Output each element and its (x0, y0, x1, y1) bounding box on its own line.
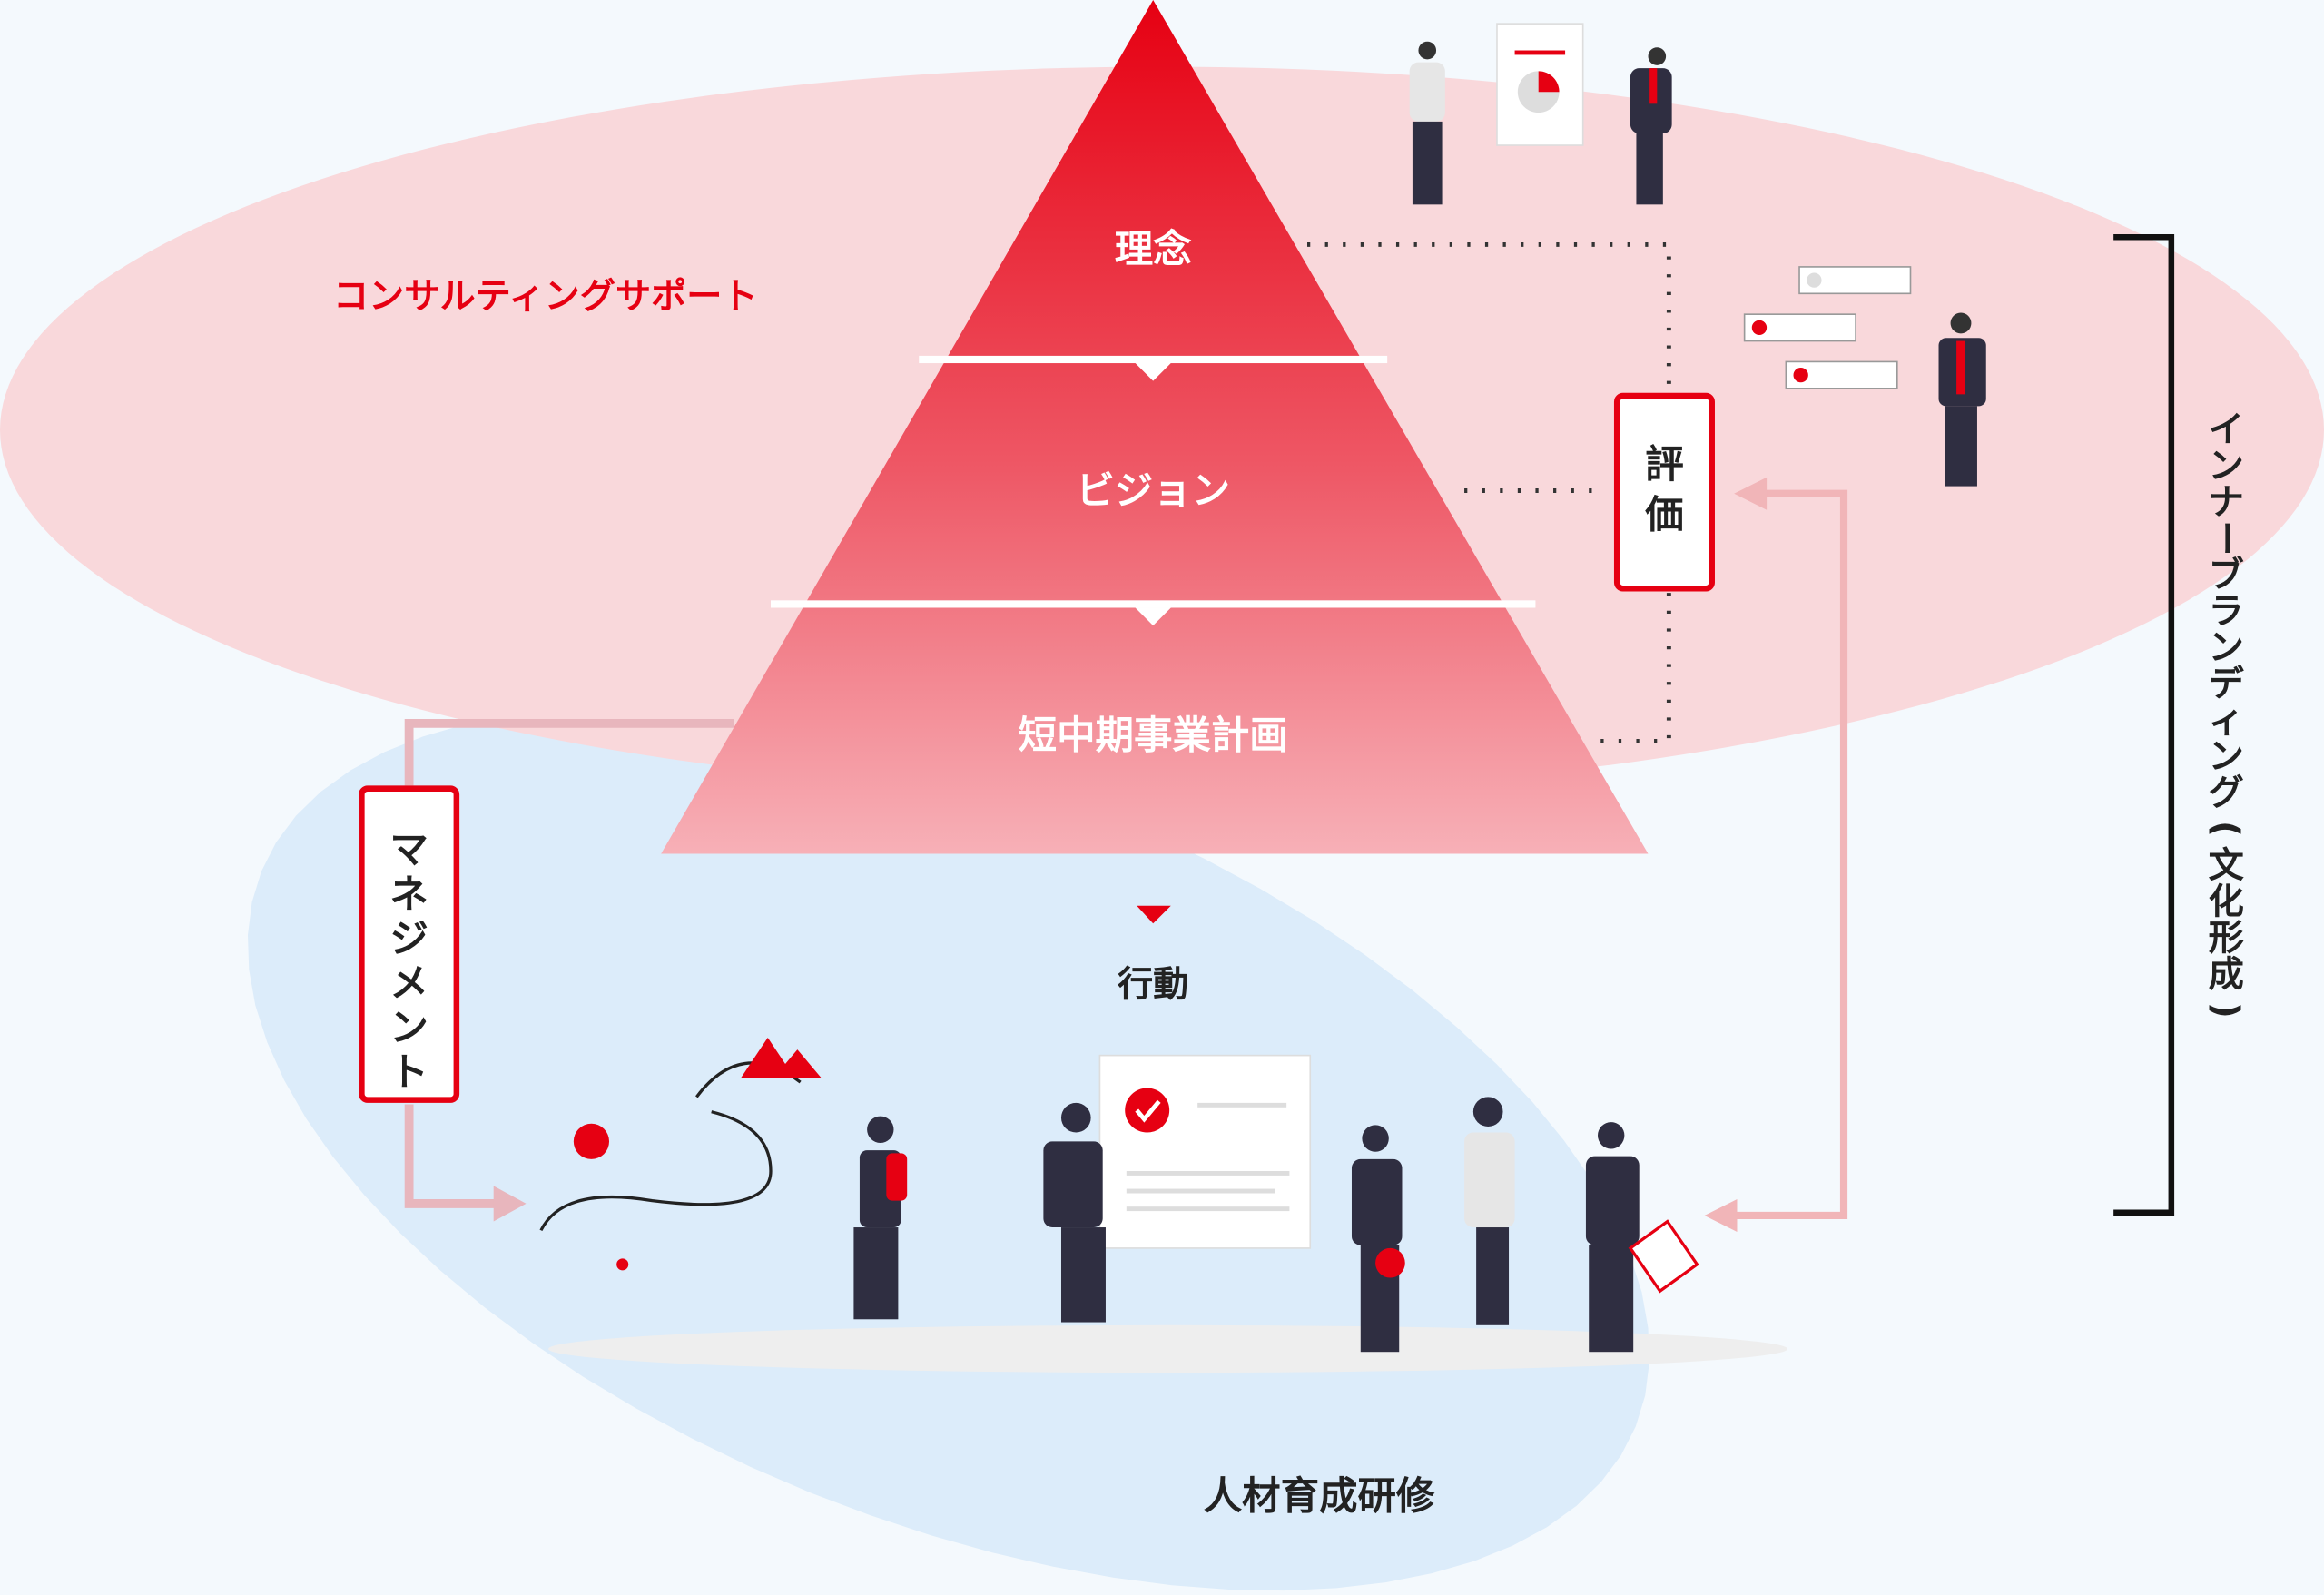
inner-branding-label-char: ン (2209, 737, 2244, 778)
inner-branding-label-char: 成 (2209, 955, 2244, 996)
inner-branding-label-char: デ (2209, 665, 2245, 705)
evaluation-box (1613, 392, 1715, 592)
evaluation-feedback-arrow (1734, 489, 1848, 1220)
inner-branding-label-char: 文 (2209, 846, 2245, 887)
action-label: 行動 (1118, 964, 1188, 1005)
evaluation-label-2: 価 (1644, 493, 1683, 537)
dotted-connectors (1307, 241, 1671, 743)
inner-branding-label-char: 化 (2209, 882, 2244, 923)
pyramid (661, 0, 1649, 854)
consulting-label: コンサルティングサポート (333, 277, 758, 318)
management-box (359, 785, 460, 1103)
inner-branding-label-char: イ (2209, 410, 2244, 451)
pyramid-dividers (770, 355, 1536, 626)
inner-branding-label-char: ラ (2209, 592, 2244, 633)
management-arrow (404, 718, 734, 1208)
management-label-char: ト (389, 1050, 428, 1095)
inner-branding-label-char: ン (2209, 628, 2244, 669)
management-label-char: マ (389, 828, 428, 872)
evaluation-label-1: 評 (1645, 443, 1683, 487)
team-illustration (539, 1038, 1787, 1373)
inner-branding-label-char: 形 (2209, 919, 2244, 960)
management-arrowhead (493, 1186, 527, 1222)
analytics-illustration (1743, 266, 1986, 487)
pyramid-bottom-label: 短中期事業計画 (1019, 714, 1288, 759)
down-arrow-icon (1137, 905, 1171, 924)
management-label-char: メ (389, 961, 428, 1006)
inner-branding-bracket (2113, 233, 2175, 1216)
inner-branding-label-char: ナ (2209, 483, 2244, 524)
management-label-char: ネ (389, 872, 428, 917)
inner-branding-label-char: ー (2205, 520, 2246, 556)
hr-training-label: 人材育成研修 (1204, 1474, 1435, 1519)
inner-branding-label-char: ブ (2209, 556, 2244, 596)
management-label-char: ン (389, 1006, 428, 1050)
people-arrowhead (1704, 1199, 1738, 1232)
inner-branding-label-char: ィ (2209, 701, 2244, 742)
inner-branding-label-char: ) (2205, 1002, 2246, 1019)
inner-branding-label-char: ン (2209, 447, 2244, 487)
pyramid-top-label: 理念 (1115, 228, 1192, 272)
evaluation-arrowhead (1734, 477, 1768, 510)
meeting-illustration (1409, 23, 1672, 205)
inner-branding-label-char: グ (2209, 773, 2244, 814)
pyramid-middle-label: ビジョン (1076, 469, 1230, 514)
inner-branding-label-char: ( (2205, 821, 2246, 837)
management-label-char: ジ (389, 917, 428, 961)
